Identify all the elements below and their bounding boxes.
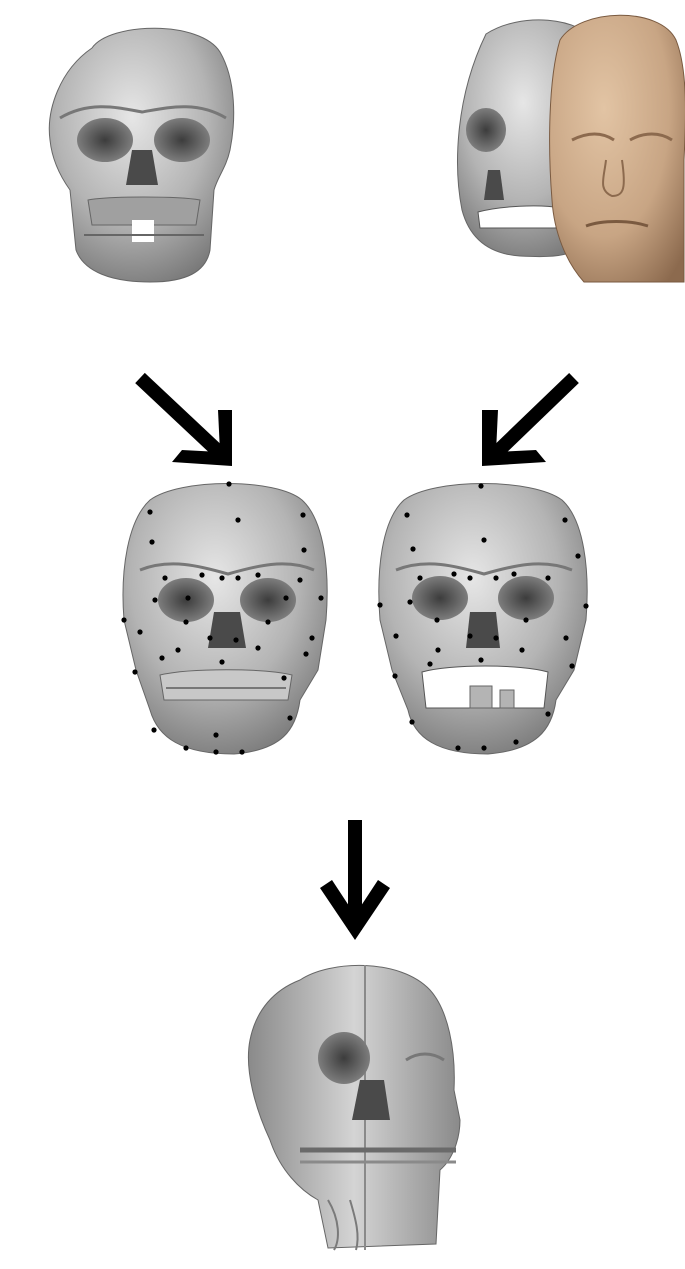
arrow-down-right — [140, 378, 232, 466]
source-skull — [49, 28, 233, 282]
reconstruction-result — [248, 965, 460, 1250]
arrow-down-left — [482, 378, 574, 466]
template-skull-landmarked — [377, 483, 588, 754]
template-skull-and-face — [458, 15, 685, 282]
source-skull-landmarked — [121, 481, 327, 754]
arrow-down — [320, 820, 390, 940]
